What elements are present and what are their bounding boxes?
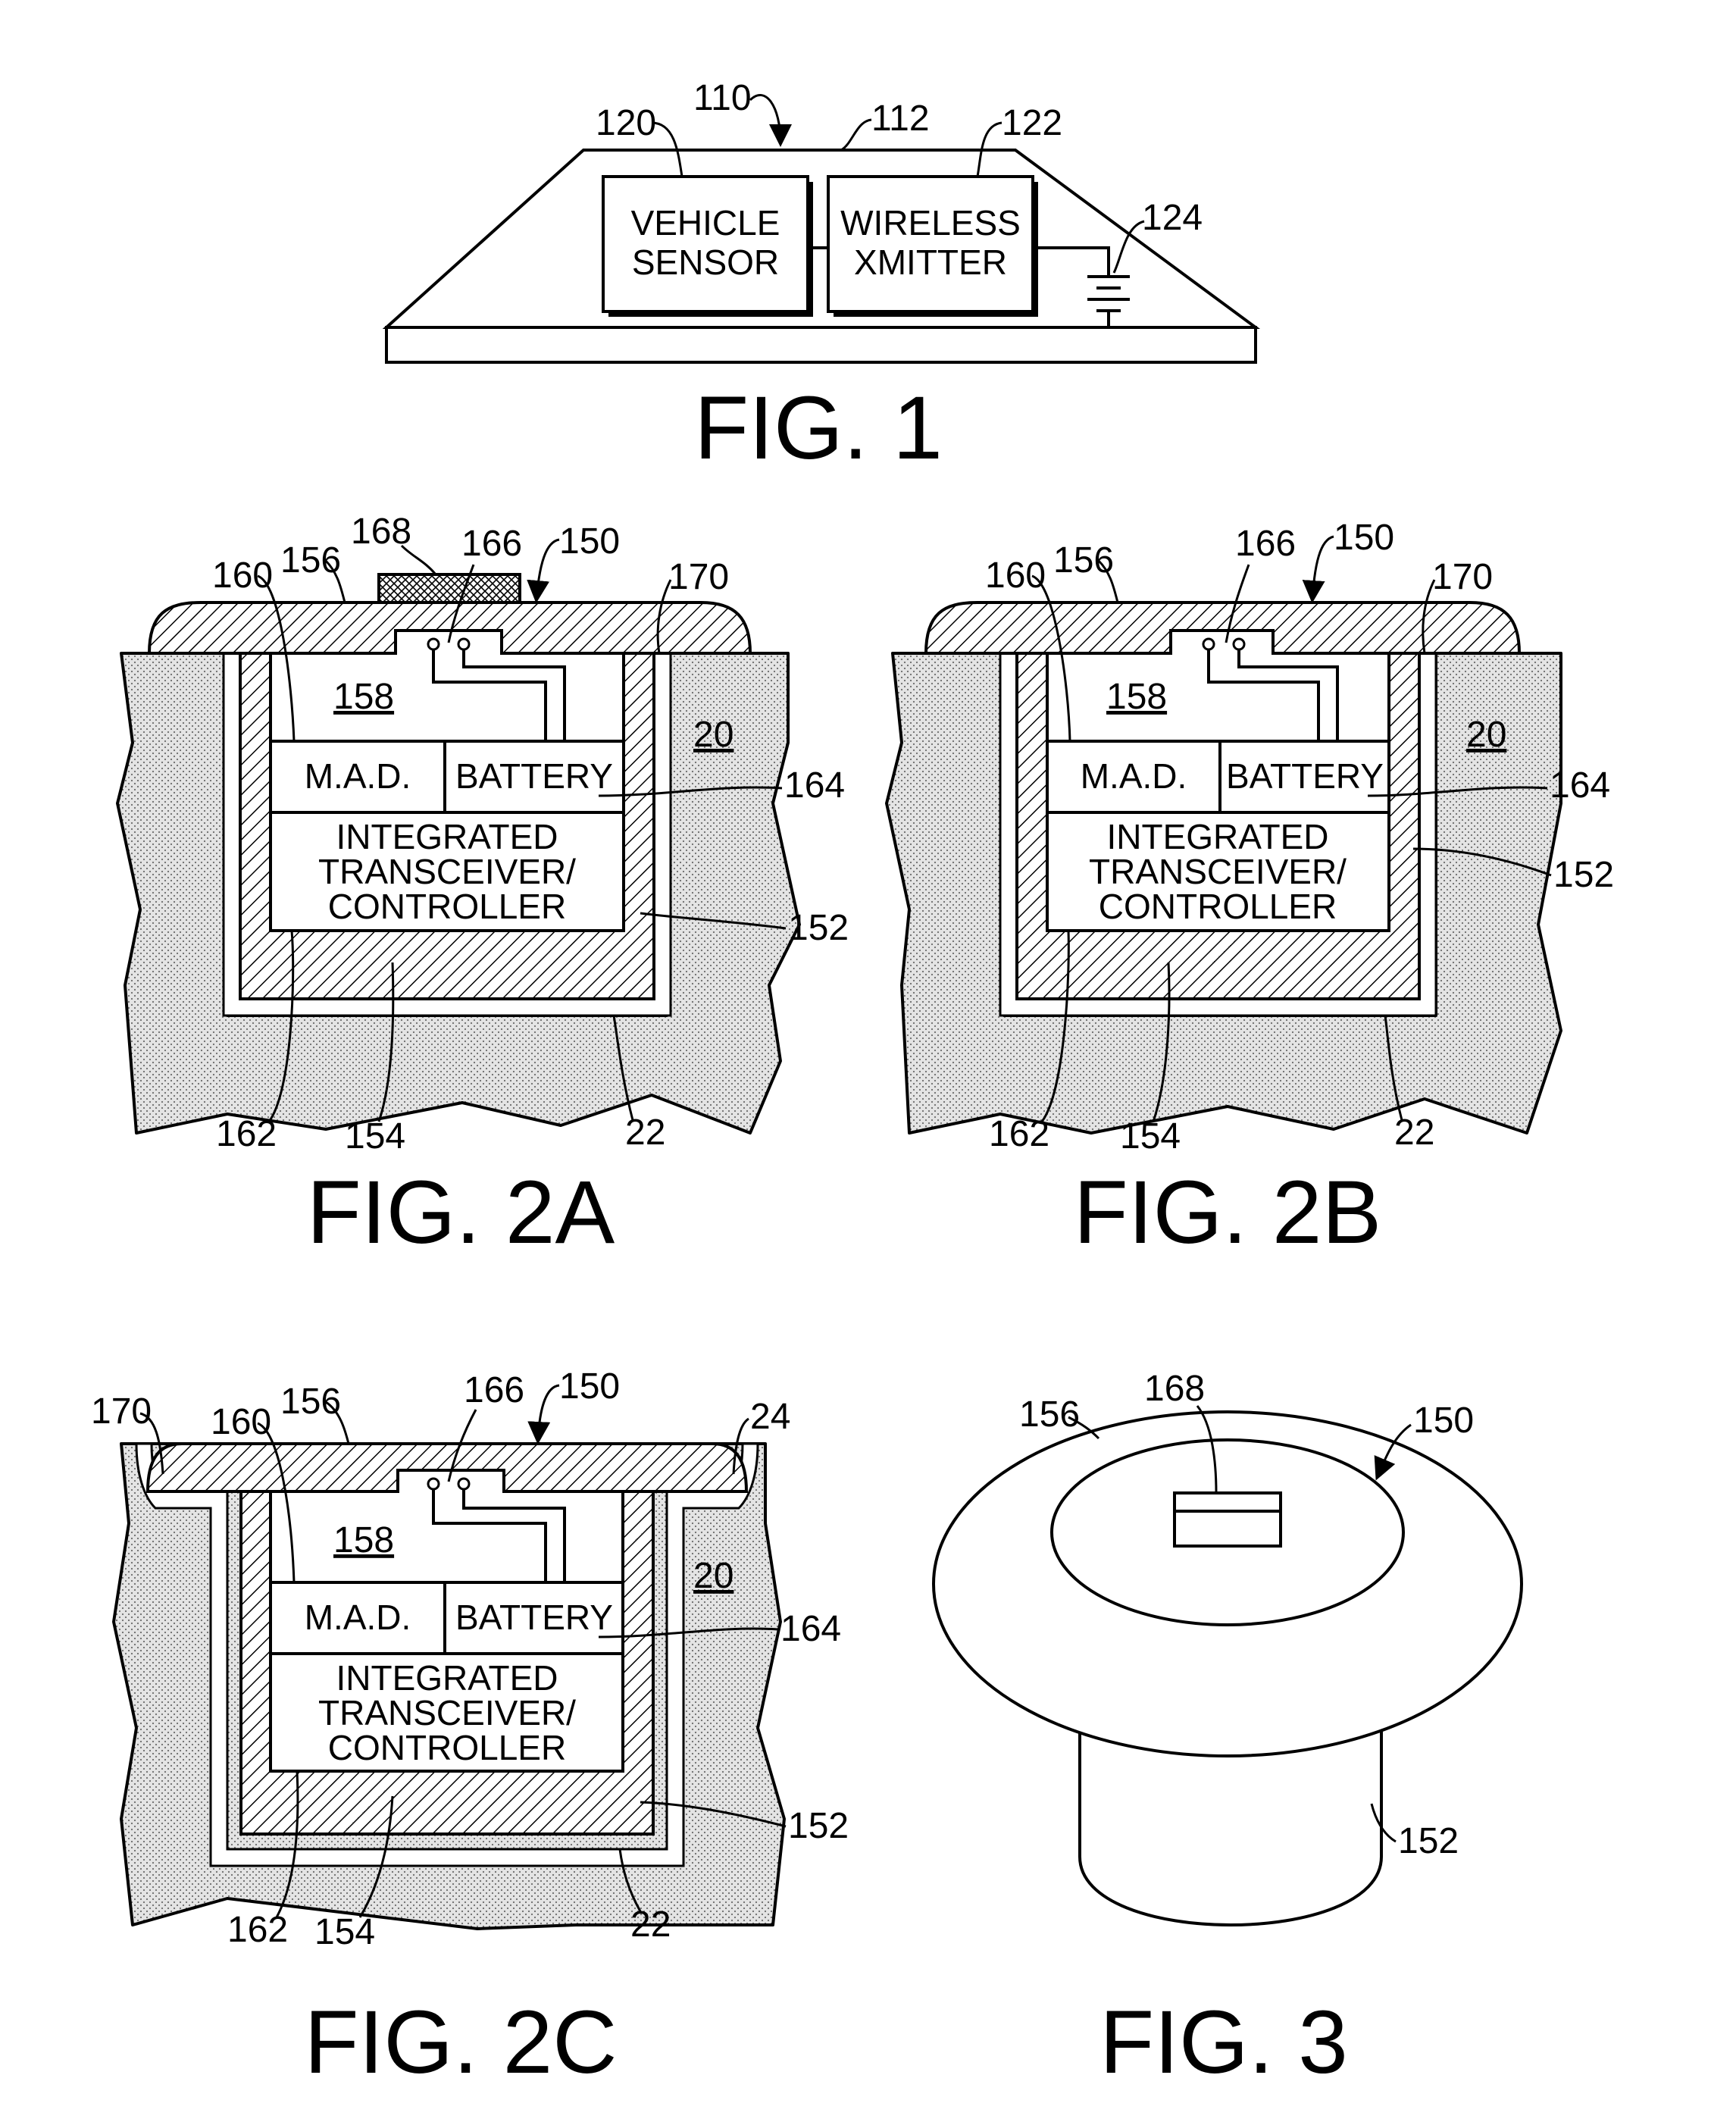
fig1-base-plate xyxy=(386,327,1256,362)
fig1-ref-122: 122 xyxy=(1002,103,1062,143)
fig2b-mad-label: M.A.D. xyxy=(1081,756,1187,796)
fig2a-ref-162: 162 xyxy=(216,1114,277,1154)
fig1-battery-symbol xyxy=(1033,248,1130,327)
fig3-pad-top xyxy=(1175,1493,1281,1511)
fig1-lead-112 xyxy=(841,120,871,150)
fig2a-ref-170: 170 xyxy=(668,557,729,597)
fig1-ref-120: 120 xyxy=(596,103,656,143)
fig2c-ref-166: 166 xyxy=(464,1370,524,1410)
fig2c-ref-156: 156 xyxy=(280,1382,341,1422)
fig2c-ref-160: 160 xyxy=(211,1402,271,1442)
fig2a-ref-150: 150 xyxy=(559,521,620,562)
fig2b-ref-170: 170 xyxy=(1432,557,1493,597)
fig2c-ref-22: 22 xyxy=(630,1904,671,1945)
fig2a-ref-164: 164 xyxy=(784,765,845,806)
fig2b-ref-160: 160 xyxy=(985,556,1046,596)
fig2b-ref-152: 152 xyxy=(1553,855,1614,895)
fig2a-trans-line3: CONTROLLER xyxy=(328,887,566,926)
fig2c-arrow-150 xyxy=(538,1385,559,1440)
fig2c-trans-line1: INTEGRATED xyxy=(336,1658,558,1698)
fig2c-ref-164: 164 xyxy=(780,1609,841,1649)
fig2b-ref-162: 162 xyxy=(989,1114,1049,1154)
fig2c-ref-162: 162 xyxy=(227,1910,288,1950)
fig2b-battery-label: BATTERY xyxy=(1226,756,1384,796)
fig2c-ref-170: 170 xyxy=(91,1391,152,1432)
fig2a-arrow-150 xyxy=(536,540,559,599)
fig2c-ref-150: 150 xyxy=(559,1366,620,1407)
fig2c-ref-158: 158 xyxy=(333,1520,394,1560)
fig2a-ref-152: 152 xyxy=(788,908,849,948)
fig2a-ref-154: 154 xyxy=(345,1116,405,1156)
fig2c-ref-154: 154 xyxy=(314,1912,375,1952)
fig2a-mad-label: M.A.D. xyxy=(305,756,411,796)
fig2c-ref-152: 152 xyxy=(788,1806,849,1846)
fig2c-mad-label: M.A.D. xyxy=(305,1598,411,1637)
fig2b-trans-line1: INTEGRATED xyxy=(1106,817,1328,856)
fig3-pad-front xyxy=(1175,1511,1281,1546)
fig2b-ref-158: 158 xyxy=(1106,677,1167,717)
fig2a-ref-156: 156 xyxy=(280,540,341,581)
fig2a-battery-label: BATTERY xyxy=(455,756,613,796)
fig2b-ref-20: 20 xyxy=(1466,715,1506,755)
fig2c-group: M.A.D. BATTERY INTEGRATED TRANSCEIVER/ C… xyxy=(91,1366,849,2092)
fig2a-trans-line2: TRANSCEIVER/ xyxy=(318,852,576,891)
fig3-ref-150: 150 xyxy=(1413,1401,1474,1441)
fig2b-ref-156: 156 xyxy=(1053,540,1114,581)
fig2b-ref-154: 154 xyxy=(1120,1116,1181,1156)
fig1-vehicle-sensor-line2: SENSOR xyxy=(632,243,779,282)
fig3-ref-152: 152 xyxy=(1398,1821,1459,1861)
fig2b-arrow-150 xyxy=(1312,537,1334,599)
fig2c-ref-24: 24 xyxy=(750,1397,790,1437)
fig2c-trans-line2: TRANSCEIVER/ xyxy=(318,1693,576,1732)
fig3-ref-156: 156 xyxy=(1019,1394,1080,1435)
fig2a-pad xyxy=(379,574,520,602)
fig2b-title: FIG. 2B xyxy=(1074,1163,1382,1263)
fig1-ref-112: 112 xyxy=(871,99,930,139)
fig1-vehicle-sensor-line1: VEHICLE xyxy=(631,203,780,243)
fig2a-trans-line1: INTEGRATED xyxy=(336,817,558,856)
fig1-xmitter-line1: WIRELESS xyxy=(840,203,1021,243)
fig2b-trans-line2: TRANSCEIVER/ xyxy=(1089,852,1347,891)
fig1-arrow-110 xyxy=(750,95,780,142)
fig3-ref-168: 168 xyxy=(1144,1369,1205,1409)
fig2a-ref-20: 20 xyxy=(693,715,733,755)
fig1-ref-110: 110 xyxy=(693,78,752,118)
fig2b-ref-166: 166 xyxy=(1235,524,1296,564)
fig3-group: 156 168 150 152 FIG. 3 xyxy=(934,1369,1522,2092)
fig2b-ref-164: 164 xyxy=(1550,765,1610,806)
fig2b-ref-150: 150 xyxy=(1334,518,1394,558)
fig2b-trans-line3: CONTROLLER xyxy=(1099,887,1337,926)
fig2c-trans-line3: CONTROLLER xyxy=(328,1728,566,1767)
fig2c-battery-label: BATTERY xyxy=(455,1598,613,1637)
fig1-lead-124 xyxy=(1114,221,1144,273)
fig2a-title: FIG. 2A xyxy=(307,1163,615,1263)
fig2a-ref-166: 166 xyxy=(461,524,522,564)
fig2a-ref-160: 160 xyxy=(212,556,273,596)
fig2a-ref-158: 158 xyxy=(333,677,394,717)
fig2c-title: FIG. 2C xyxy=(304,1992,617,2092)
fig2b-group: M.A.D. BATTERY INTEGRATED TRANSCEIVER/ C… xyxy=(887,518,1614,1263)
fig2a-lead-168 xyxy=(402,546,436,574)
fig1-ref-124: 124 xyxy=(1142,198,1203,238)
fig2c-ref-20: 20 xyxy=(693,1556,733,1596)
fig1-xmitter-line2: XMITTER xyxy=(854,243,1007,282)
fig2a-group: M.A.D. BATTERY INTEGRATED TRANSCEIVER/ C… xyxy=(117,512,849,1263)
fig3-title: FIG. 3 xyxy=(1099,1992,1348,2092)
fig1-group: VEHICLE SENSOR WIRELESS XMITTER 110 112 … xyxy=(386,78,1256,478)
fig1-title: FIG. 1 xyxy=(694,378,943,478)
